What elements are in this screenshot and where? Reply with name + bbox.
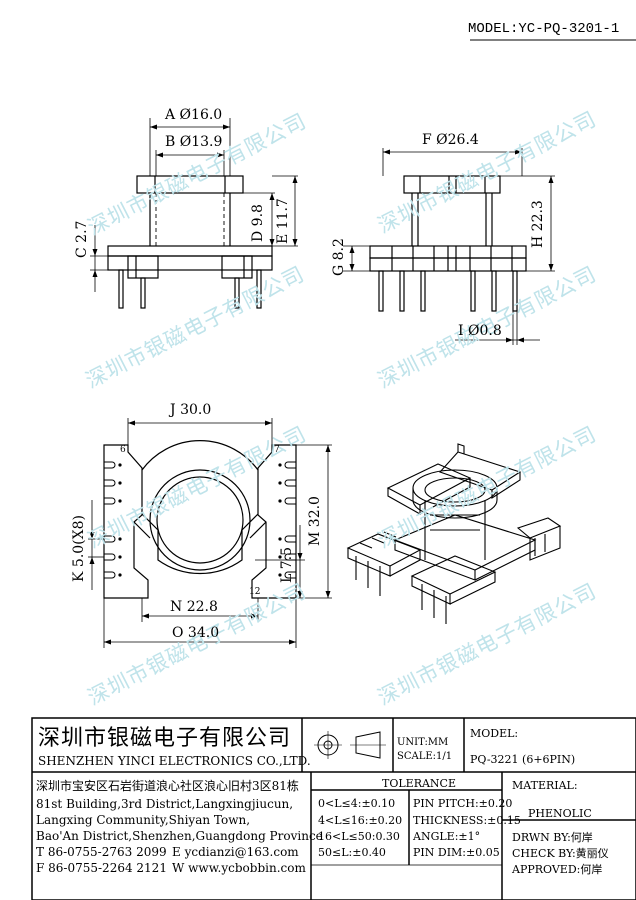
tolerance-row: 16<L≤50:0.30 [318,830,400,843]
pin-tolerance-row: ANGLE:±1° [413,830,481,843]
model-label: MODEL: [470,727,519,740]
dim-g-label: G 8.2 [331,238,347,276]
model-value: PQ-3221 (6+6PIN) [470,753,576,766]
bottom-view [88,418,332,648]
pin-7-label: 7 [274,445,280,455]
front-view [90,118,298,309]
pin-6-label: 6 [120,445,126,455]
dim-d-label: D 9.8 [250,204,266,242]
fax-number: F 86-0755-2264 2121 [36,861,167,875]
tolerance-row: 50≤L:±0.40 [318,846,386,859]
pin-12-label: 12 [249,587,261,597]
dim-m-label: M 32.0 [307,496,323,546]
address-cn: 深圳市宝安区石岩街道浪心社区浪心旧村3区81栋 [36,779,299,793]
dim-f-label: F Ø26.4 [422,132,479,148]
tolerance-row: 0<L≤4:±0.10 [318,797,396,810]
address-en-line-2: Langxing Community,Shiyan Town, [36,813,251,827]
pin-tolerance-row: PIN DIM:±0.05 [413,846,500,859]
dim-e-label: E 11.7 [275,198,291,244]
model-header: MODEL:YC-PQ-3201-1 [468,21,620,37]
side-view [343,148,555,345]
drawn-by: DRWN BY:何岸 [512,831,593,844]
phone-number: T 86-0755-2763 2099 [36,845,167,859]
pin-tolerance-row: THICKNESS:±0.15 [413,814,521,827]
scale-label: SCALE:1/1 [397,751,453,762]
dim-i-label: I Ø0.8 [458,323,502,339]
address-en-line-3: Bao'An District,Shenzhen,Guangdong Provi… [36,829,323,843]
dim-k-label: K 5.0(X8) [71,515,87,582]
address-en-line-1: 81st Building,3rd District,Langxingjiucu… [36,797,294,811]
dim-a-label: A Ø16.0 [165,107,223,123]
approved-by: APPROVED:何岸 [512,863,603,876]
dim-c-label: C 2.7 [74,220,90,258]
checked-by: CHECK BY:黄丽仪 [512,847,609,860]
material-label: MATERIAL: [512,779,578,792]
website: W www.ycbobbin.com [172,861,306,875]
dim-n-label: N 22.8 [170,599,218,615]
title-block-grid [31,717,636,900]
tolerance-row: 4<L≤16:±0.20 [318,814,403,827]
dim-l-label: L 7.5 [279,546,295,583]
company-name-cn: 深圳市银磁电子有限公司 [38,726,292,751]
material-value: PHENOLIC [528,807,592,820]
isometric-view [346,443,562,624]
company-name-en: SHENZHEN YINCI ELECTRONICS CO.,LTD. [38,754,311,768]
dim-o-label: O 34.0 [172,625,220,641]
email-address: E ycdianzi@163.com [172,845,299,859]
dim-h-label: H 22.3 [530,200,546,248]
tolerance-header: TOLERANCE [382,777,456,790]
unit-label: UNIT:MM [397,737,449,748]
pin-tolerance-row: PIN PITCH:±0.20 [413,797,513,810]
dim-j-label: J 30.0 [170,402,212,418]
dim-b-label: B Ø13.9 [165,134,223,150]
